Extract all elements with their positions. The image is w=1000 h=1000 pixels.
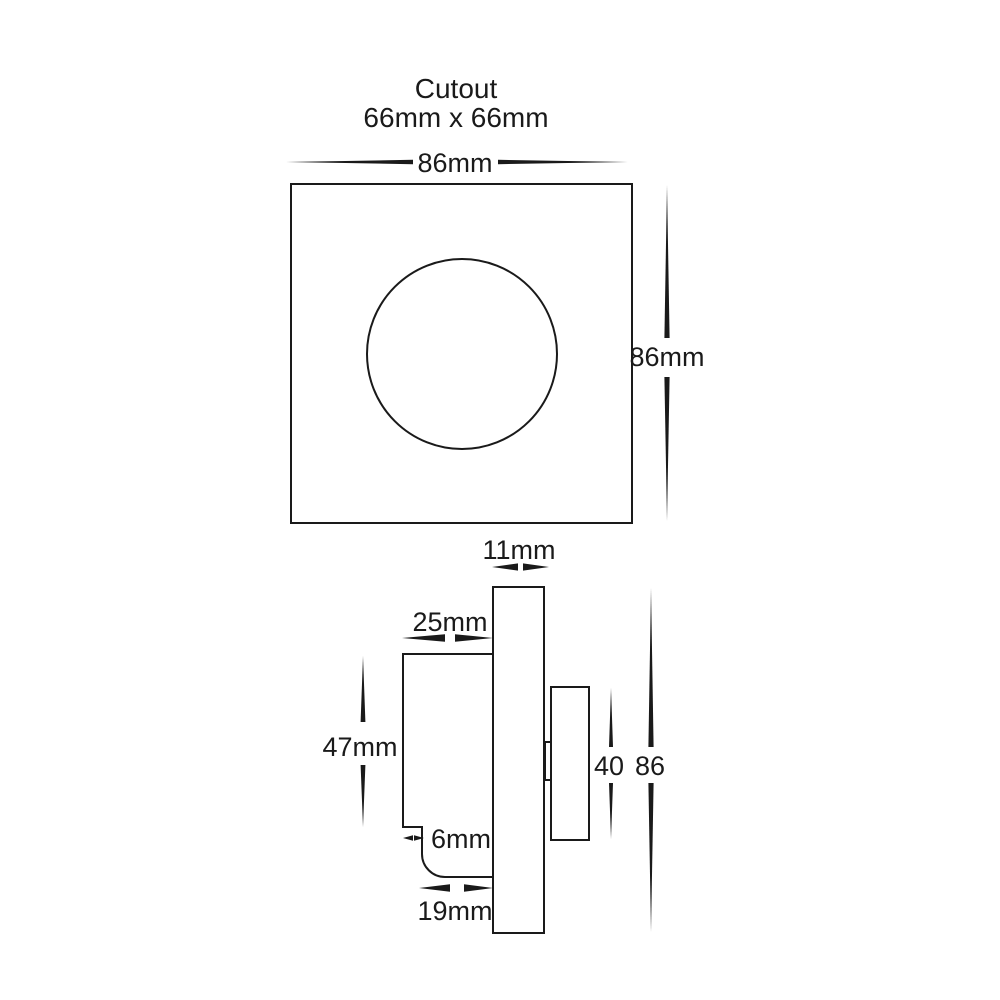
- dim-arrow-stem-left: [492, 563, 518, 571]
- dim-label-body-height: 47mm: [322, 732, 397, 762]
- side-clip-tab: [544, 741, 552, 781]
- dim-arrow-overall-height-top: [648, 588, 654, 747]
- dim-label-front-height: 86mm: [629, 342, 704, 372]
- dim-arrow-lip-left: [403, 835, 413, 841]
- title-cutout: Cutout: [415, 73, 498, 104]
- dim-arrow-base-left: [419, 884, 450, 892]
- dim-label-flange-offset: 25mm: [412, 607, 487, 637]
- dim-label-stem-width: 11mm: [482, 535, 555, 565]
- dim-arrow-top-width-right: [498, 159, 628, 165]
- dim-arrow-stem-right: [523, 563, 549, 571]
- dim-arrow-box-height-top: [609, 688, 613, 747]
- dim-arrow-box-height-bottom: [609, 783, 613, 839]
- dim-arrow-front-height-bottom: [664, 377, 670, 521]
- dim-label-lip-step: 6mm: [431, 824, 491, 854]
- dim-label-front-width: 86mm: [417, 148, 492, 178]
- title-cutout-size: 66mm x 66mm: [363, 102, 548, 133]
- dim-arrow-base-right: [464, 884, 493, 892]
- dim-arrow-flange-left: [402, 634, 445, 642]
- front-circle-lens: [366, 258, 558, 450]
- dim-arrow-front-height-top: [664, 185, 670, 338]
- dim-arrow-top-width-left: [286, 159, 413, 165]
- side-rear-box-outline: [550, 686, 590, 841]
- dim-label-base-depth: 19mm: [417, 896, 492, 926]
- front-square-outline: [290, 183, 633, 524]
- dim-arrow-body-height-top: [360, 656, 366, 722]
- dim-arrow-flange-right: [455, 634, 493, 642]
- side-stem-outline: [492, 586, 545, 934]
- side-body-outline: [402, 653, 493, 878]
- dim-arrow-overall-height-bottom: [648, 783, 654, 932]
- dim-arrow-lip-right: [414, 835, 424, 841]
- dim-label-box-height: 40: [594, 751, 624, 781]
- dim-arrow-body-height-bottom: [360, 765, 366, 827]
- dim-label-overall-height: 86: [635, 751, 665, 781]
